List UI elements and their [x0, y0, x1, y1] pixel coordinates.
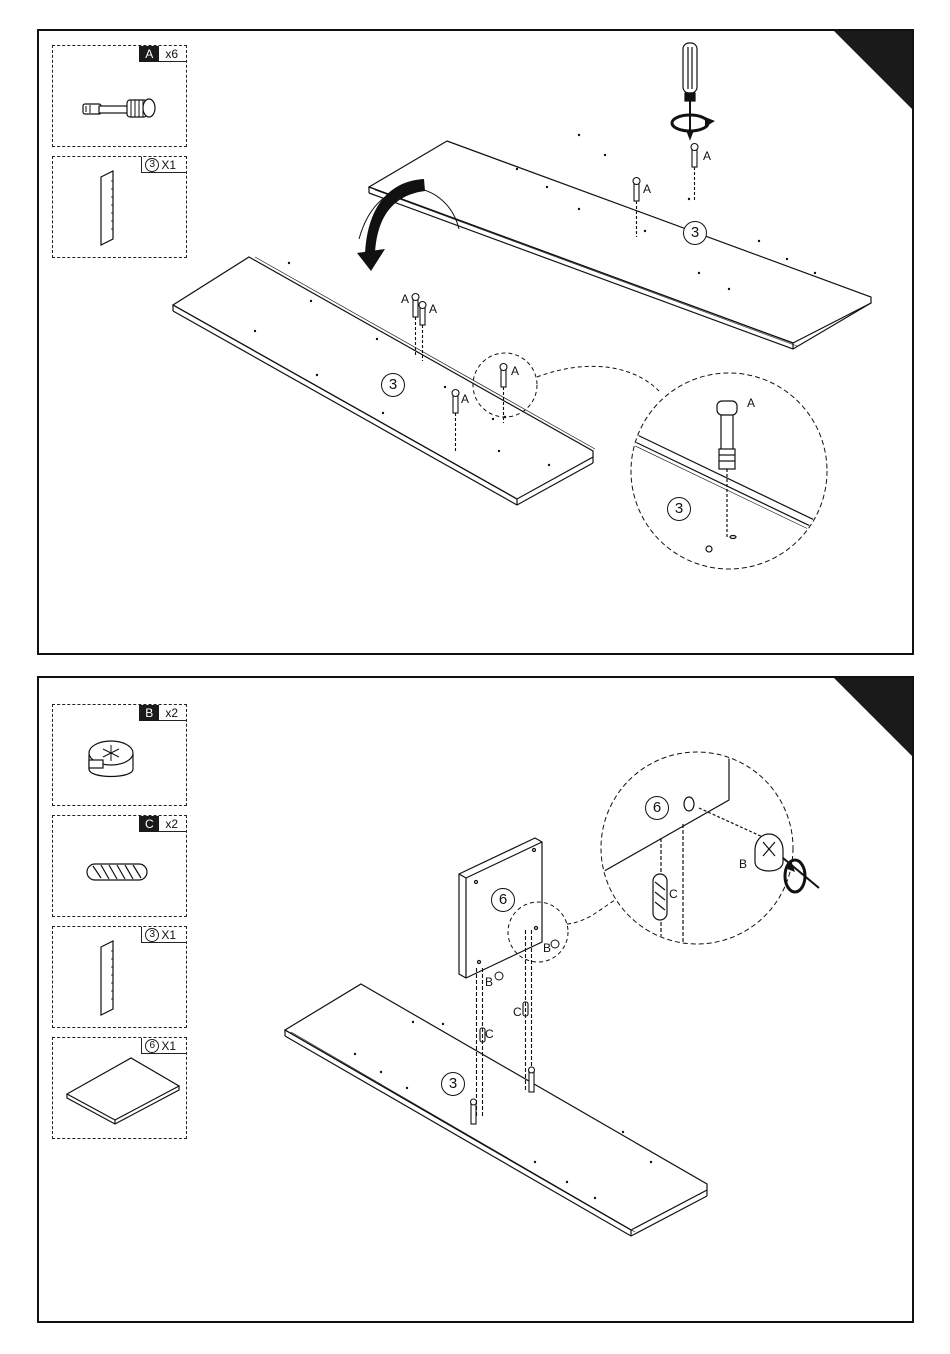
- cam-bolt-left: [471, 1099, 477, 1124]
- detail-magnifier: [599, 752, 819, 948]
- board-number-3: 3: [381, 373, 405, 397]
- step-1-assembly-drawing: [39, 31, 914, 655]
- bolt-label-a: A: [401, 293, 409, 305]
- bolt-label-a: A: [461, 393, 469, 405]
- bolt-label-a: A: [511, 365, 519, 377]
- cam-label-b: B: [543, 942, 551, 954]
- dowel-label-c: C: [513, 1006, 522, 1018]
- detail-cam-lock: [755, 834, 783, 871]
- detail-link-line: [567, 900, 615, 924]
- detail-board-number-3: 3: [667, 497, 691, 521]
- cam-label-b: B: [485, 976, 493, 988]
- detail-link-line: [537, 366, 659, 391]
- upright-number-6: 6: [491, 888, 515, 912]
- bottom-board-3: [285, 984, 707, 1236]
- rotate-clockwise-icon: [672, 115, 715, 131]
- cam-bolt-right: [529, 1067, 535, 1092]
- detail-magnifier: [629, 373, 829, 569]
- bolt-label-a: A: [429, 303, 437, 315]
- back-board-3: [369, 141, 871, 349]
- detail-dowel: [653, 874, 667, 920]
- step-2-panel: B x2 C x2: [37, 676, 914, 1323]
- board-number-3: 3: [683, 221, 707, 245]
- step-2-assembly-drawing: [39, 678, 914, 1323]
- cam-bolt-back-1: [691, 144, 698, 202]
- detail-cam-label-b: B: [739, 858, 747, 870]
- bolt-label-a: A: [643, 183, 651, 195]
- screwdriver-icon: [683, 43, 697, 139]
- detail-dowel-label-c: C: [669, 888, 678, 900]
- dowel-label-c: C: [485, 1028, 494, 1040]
- detail-bolt-label-a: A: [747, 397, 755, 409]
- cam-bolt-front-1: [412, 294, 419, 358]
- cam-bolt-front-2: [419, 302, 426, 362]
- bolt-label-a: A: [703, 150, 711, 162]
- detail-number-6: 6: [645, 796, 669, 820]
- board-number-3: 3: [441, 1072, 465, 1096]
